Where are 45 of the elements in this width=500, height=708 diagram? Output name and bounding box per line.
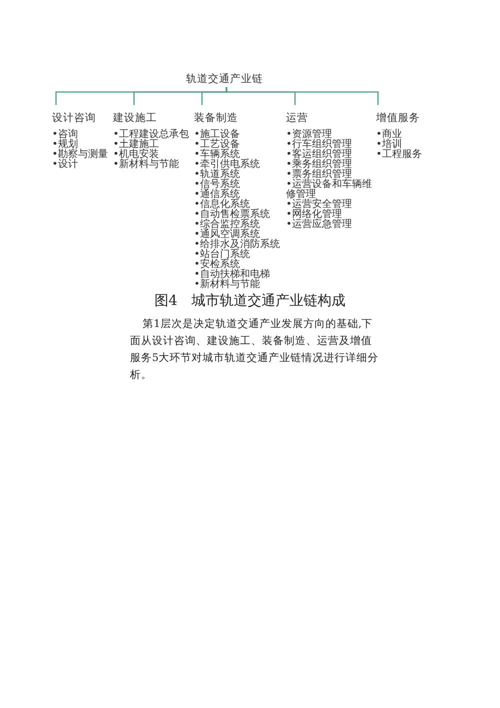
bullet-item: •施工设备 (194, 130, 241, 140)
category-heading: 建设施工 (113, 112, 157, 124)
bullet-item: •工艺设备 (194, 140, 241, 150)
category-heading: 设计咨询 (52, 112, 96, 124)
bullet-item: •规划 (52, 140, 78, 150)
bullet-item: •信号系统 (194, 180, 241, 190)
bullet-item: •运营安全管理 (286, 200, 353, 210)
category-heading: 增值服务 (376, 112, 420, 124)
bullet-item: •安检系统 (194, 260, 240, 270)
bullet-item: •自动售检票系统 (194, 210, 271, 220)
figure-caption: 图4 城市轨道交通产业链构成 (154, 292, 346, 310)
bullet-item: •机电安装 (113, 150, 159, 160)
bullet-item: •土建施工 (113, 140, 160, 150)
bullet-item: •工程服务 (376, 150, 423, 160)
bullet-item: •运营应急管理 (286, 220, 353, 230)
bullet-item: •通风空调系统 (194, 230, 260, 240)
bullet-item: •乘务组织管理 (286, 160, 353, 170)
bullet-item: •咨询 (52, 130, 79, 140)
bullet-item: •勘察与测量 (52, 150, 109, 160)
tree-connector (226, 87, 379, 105)
bullet-item: •资源管理 (286, 130, 332, 140)
bullet-item: •培训 (376, 140, 402, 150)
bullet-item: •信息化系统 (194, 200, 250, 210)
bullet-item: •综合监控系统 (194, 220, 261, 230)
bullet-item: •自动扶梯和电梯 (194, 270, 271, 280)
bullet-item: •新材料与节能 (113, 160, 180, 170)
bullet-item: •通信系统 (194, 190, 240, 200)
category-heading: 装备制造 (194, 112, 238, 124)
bullet-item: •牵引供电系统 (194, 160, 261, 170)
bullet-item: •设计 (52, 160, 79, 170)
category-heading: 运营 (286, 112, 308, 124)
bullet-item: •商业 (376, 130, 403, 140)
root-title: 轨道交通产业链 (186, 73, 263, 85)
bullet-item: •车辆系统 (194, 150, 240, 160)
bullet-item: •运营设备和车辆维修管理 (286, 180, 373, 200)
bullet-item: •站台门系统 (194, 250, 251, 260)
bullet-item: •给排水及消防系统 (194, 240, 281, 250)
bullet-item: •网络化管理 (286, 210, 342, 220)
bullet-item: •工程建设总承包 (113, 130, 190, 140)
bullet-item: •轨道系统 (194, 170, 241, 180)
bullet-item: •行车组织管理 (286, 140, 353, 150)
body-paragraph: 第1层次是决定轨道交通产业发展方向的基础,下面从设计咨询、建设施工、装备制造、运营及增值服务5大环节对城市轨道交通产业链情况进行详细分析。 (130, 317, 380, 383)
bullet-item: •票务组织管理 (286, 170, 352, 180)
bullet-item: •客运组织管理 (286, 150, 353, 160)
bullet-item: •新材料与节能 (194, 280, 261, 290)
